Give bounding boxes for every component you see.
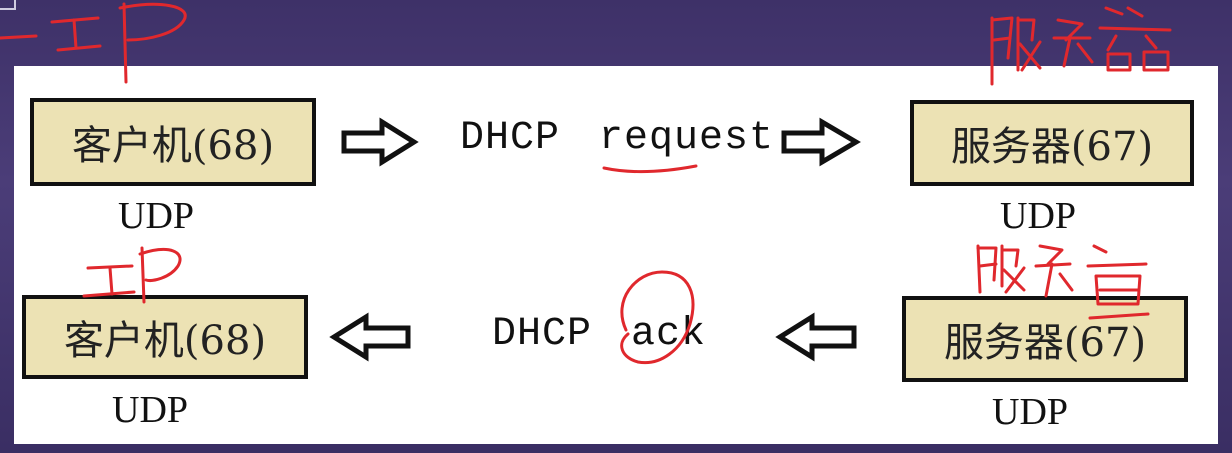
- arrow-left-icon: [775, 312, 857, 362]
- slide: 客户机(68) UDP DHCP request 服务器(67) UDP 客户机…: [14, 66, 1218, 444]
- client-node-label: 客户机(68): [71, 123, 275, 169]
- server-node-label: 服务器(67): [950, 124, 1154, 170]
- client-protocol-ack: UDP: [112, 389, 189, 431]
- arrow-right-icon: [781, 117, 861, 167]
- server-protocol-ack: UDP: [992, 391, 1069, 433]
- message-prefix: DHCP: [492, 312, 593, 357]
- dhcp-ack-message: DHCP ack: [492, 312, 706, 357]
- message-keyword: request: [599, 116, 775, 161]
- message-keyword: ack: [631, 312, 707, 357]
- client-node-label: 客户机(68): [63, 318, 267, 364]
- corner-window-icon: [0, 0, 16, 10]
- dhcp-request-message: DHCP request: [460, 116, 774, 161]
- client-protocol-request: UDP: [118, 195, 195, 237]
- server-node-label: 服务器(67): [943, 320, 1147, 366]
- arrow-left-icon: [329, 312, 411, 362]
- server-node-request: 服务器(67): [910, 100, 1194, 186]
- arrow-right-icon: [341, 117, 419, 167]
- client-node-ack: 客户机(68): [22, 295, 308, 379]
- client-node-request: 客户机(68): [30, 98, 316, 186]
- server-node-ack: 服务器(67): [902, 296, 1188, 382]
- server-protocol-request: UDP: [1000, 195, 1077, 237]
- message-prefix: DHCP: [460, 116, 561, 161]
